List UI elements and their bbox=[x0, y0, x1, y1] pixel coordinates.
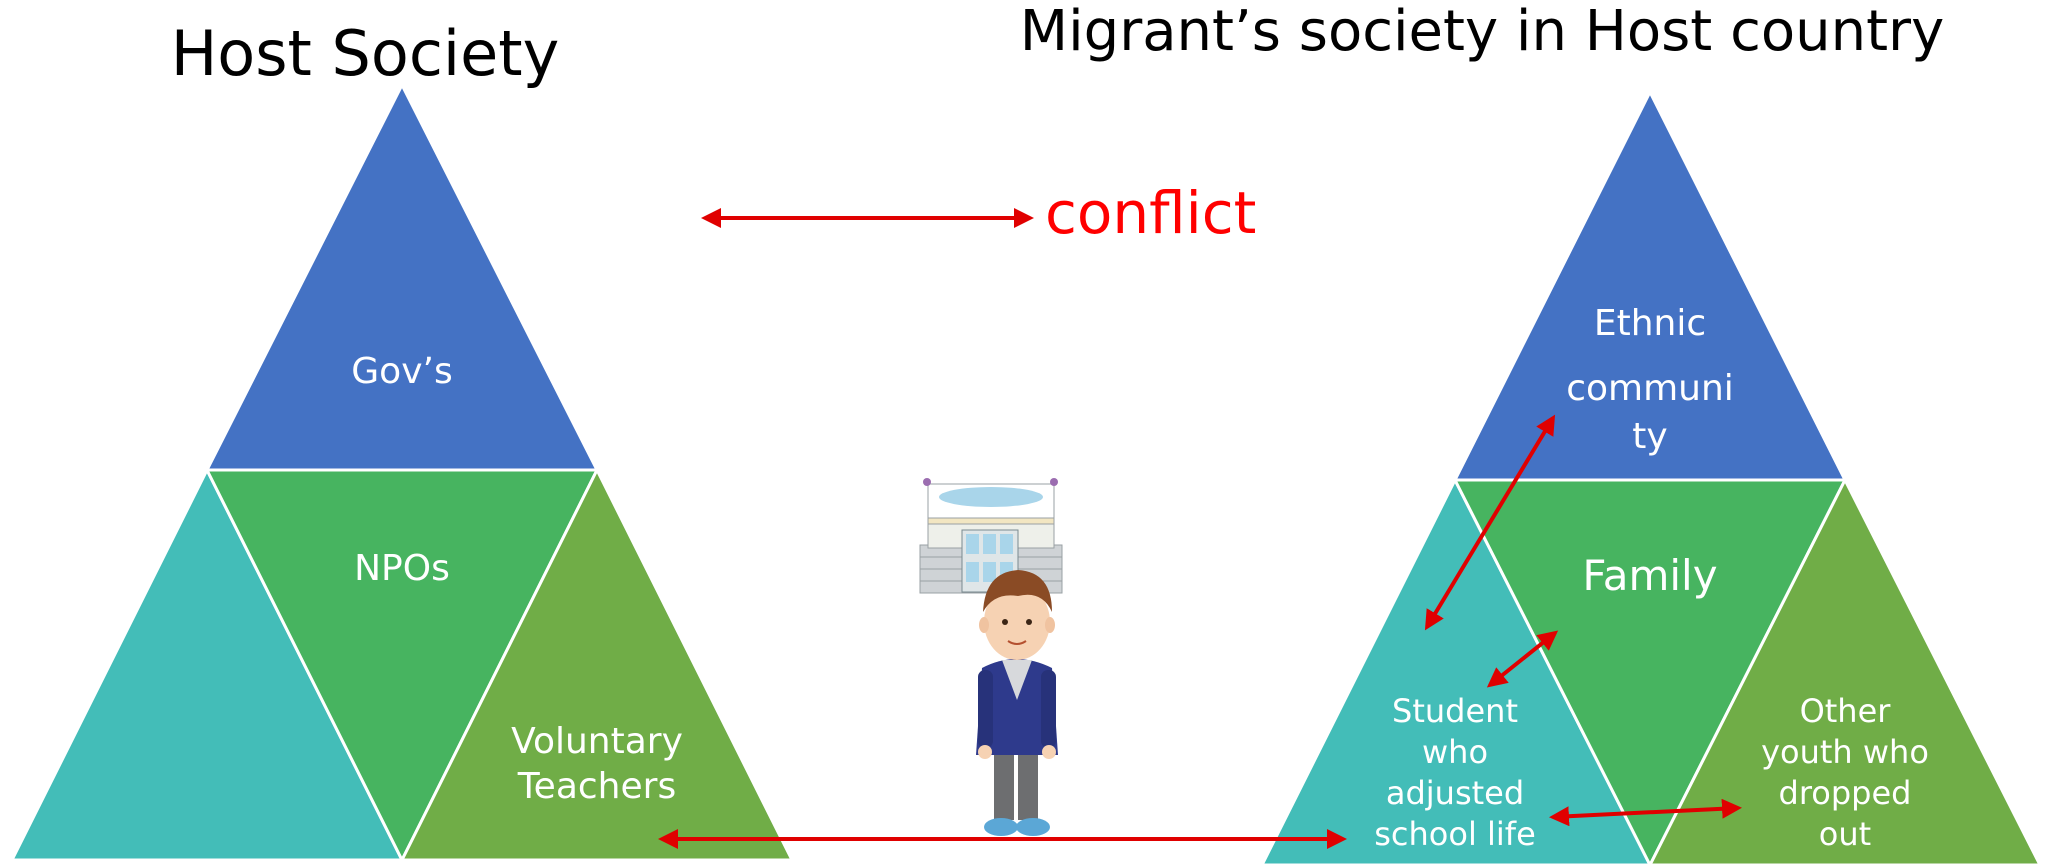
family-label: Family bbox=[1582, 551, 1717, 600]
student-otheryouth-conflict-arrow bbox=[1549, 798, 1742, 827]
ethnic-label-2: communi bbox=[1566, 368, 1734, 409]
other-label-4: out bbox=[1819, 815, 1871, 853]
school-building-icon bbox=[919, 478, 1063, 594]
ethnic-label-3: ty bbox=[1632, 416, 1667, 457]
ethnic-label-1: Ethnic bbox=[1594, 303, 1706, 344]
conflict-label: conflict bbox=[1045, 179, 1256, 247]
other-label-2: youth who bbox=[1761, 733, 1929, 771]
gov-segment bbox=[204, 81, 600, 472]
teachers-label: Teachers bbox=[517, 766, 676, 807]
npos-label: NPOs bbox=[354, 548, 450, 589]
ethnic-student-conflict-arrow bbox=[1424, 414, 1556, 631]
student-boy-icon bbox=[976, 570, 1058, 836]
student-label-2: who bbox=[1422, 733, 1488, 771]
host-society-pyramid bbox=[9, 81, 795, 864]
student-label-4: school life bbox=[1374, 815, 1536, 853]
migrant-society-title: Migrant’s society in Host country bbox=[1020, 0, 1944, 64]
gov-label: Gov’s bbox=[351, 351, 452, 392]
other-label-1: Other bbox=[1800, 692, 1892, 730]
student-label-1: Student bbox=[1392, 692, 1518, 730]
other-youth-segment bbox=[1648, 476, 2042, 865]
voluntary-teachers-segment bbox=[399, 466, 795, 862]
voluntary-label: Voluntary bbox=[511, 721, 683, 762]
other-label-3: dropped bbox=[1779, 774, 1912, 812]
family-student-conflict-arrow bbox=[1486, 630, 1559, 688]
student-label-3: adjusted bbox=[1386, 774, 1524, 812]
host-society-title: Host Society bbox=[171, 17, 560, 90]
